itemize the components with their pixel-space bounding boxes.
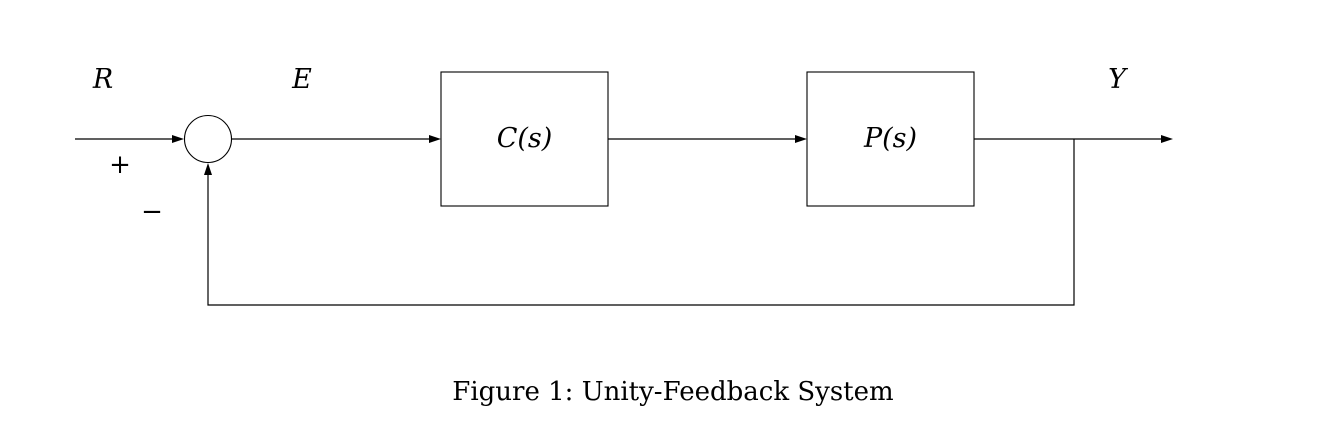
error-arrowhead (429, 135, 441, 143)
plant-label: P(s) (863, 123, 917, 154)
minus-sign: − (141, 197, 163, 227)
output-label: Y (1108, 64, 1128, 95)
input-arrowhead (172, 135, 184, 143)
output-arrowhead (1161, 135, 1173, 143)
figure-caption: Figure 1: Unity-Feedback System (452, 377, 893, 407)
feedback-arrowhead (204, 163, 212, 175)
controller-block (440, 71, 609, 207)
feedback-wire (207, 139, 1075, 306)
reference-label: R (92, 64, 113, 95)
error-label: E (291, 64, 312, 95)
summing-junction (183, 114, 233, 164)
plus-sign: + (109, 150, 131, 180)
plant-block (806, 71, 975, 207)
control-arrowhead (795, 135, 807, 143)
controller-label: C(s) (497, 123, 553, 154)
